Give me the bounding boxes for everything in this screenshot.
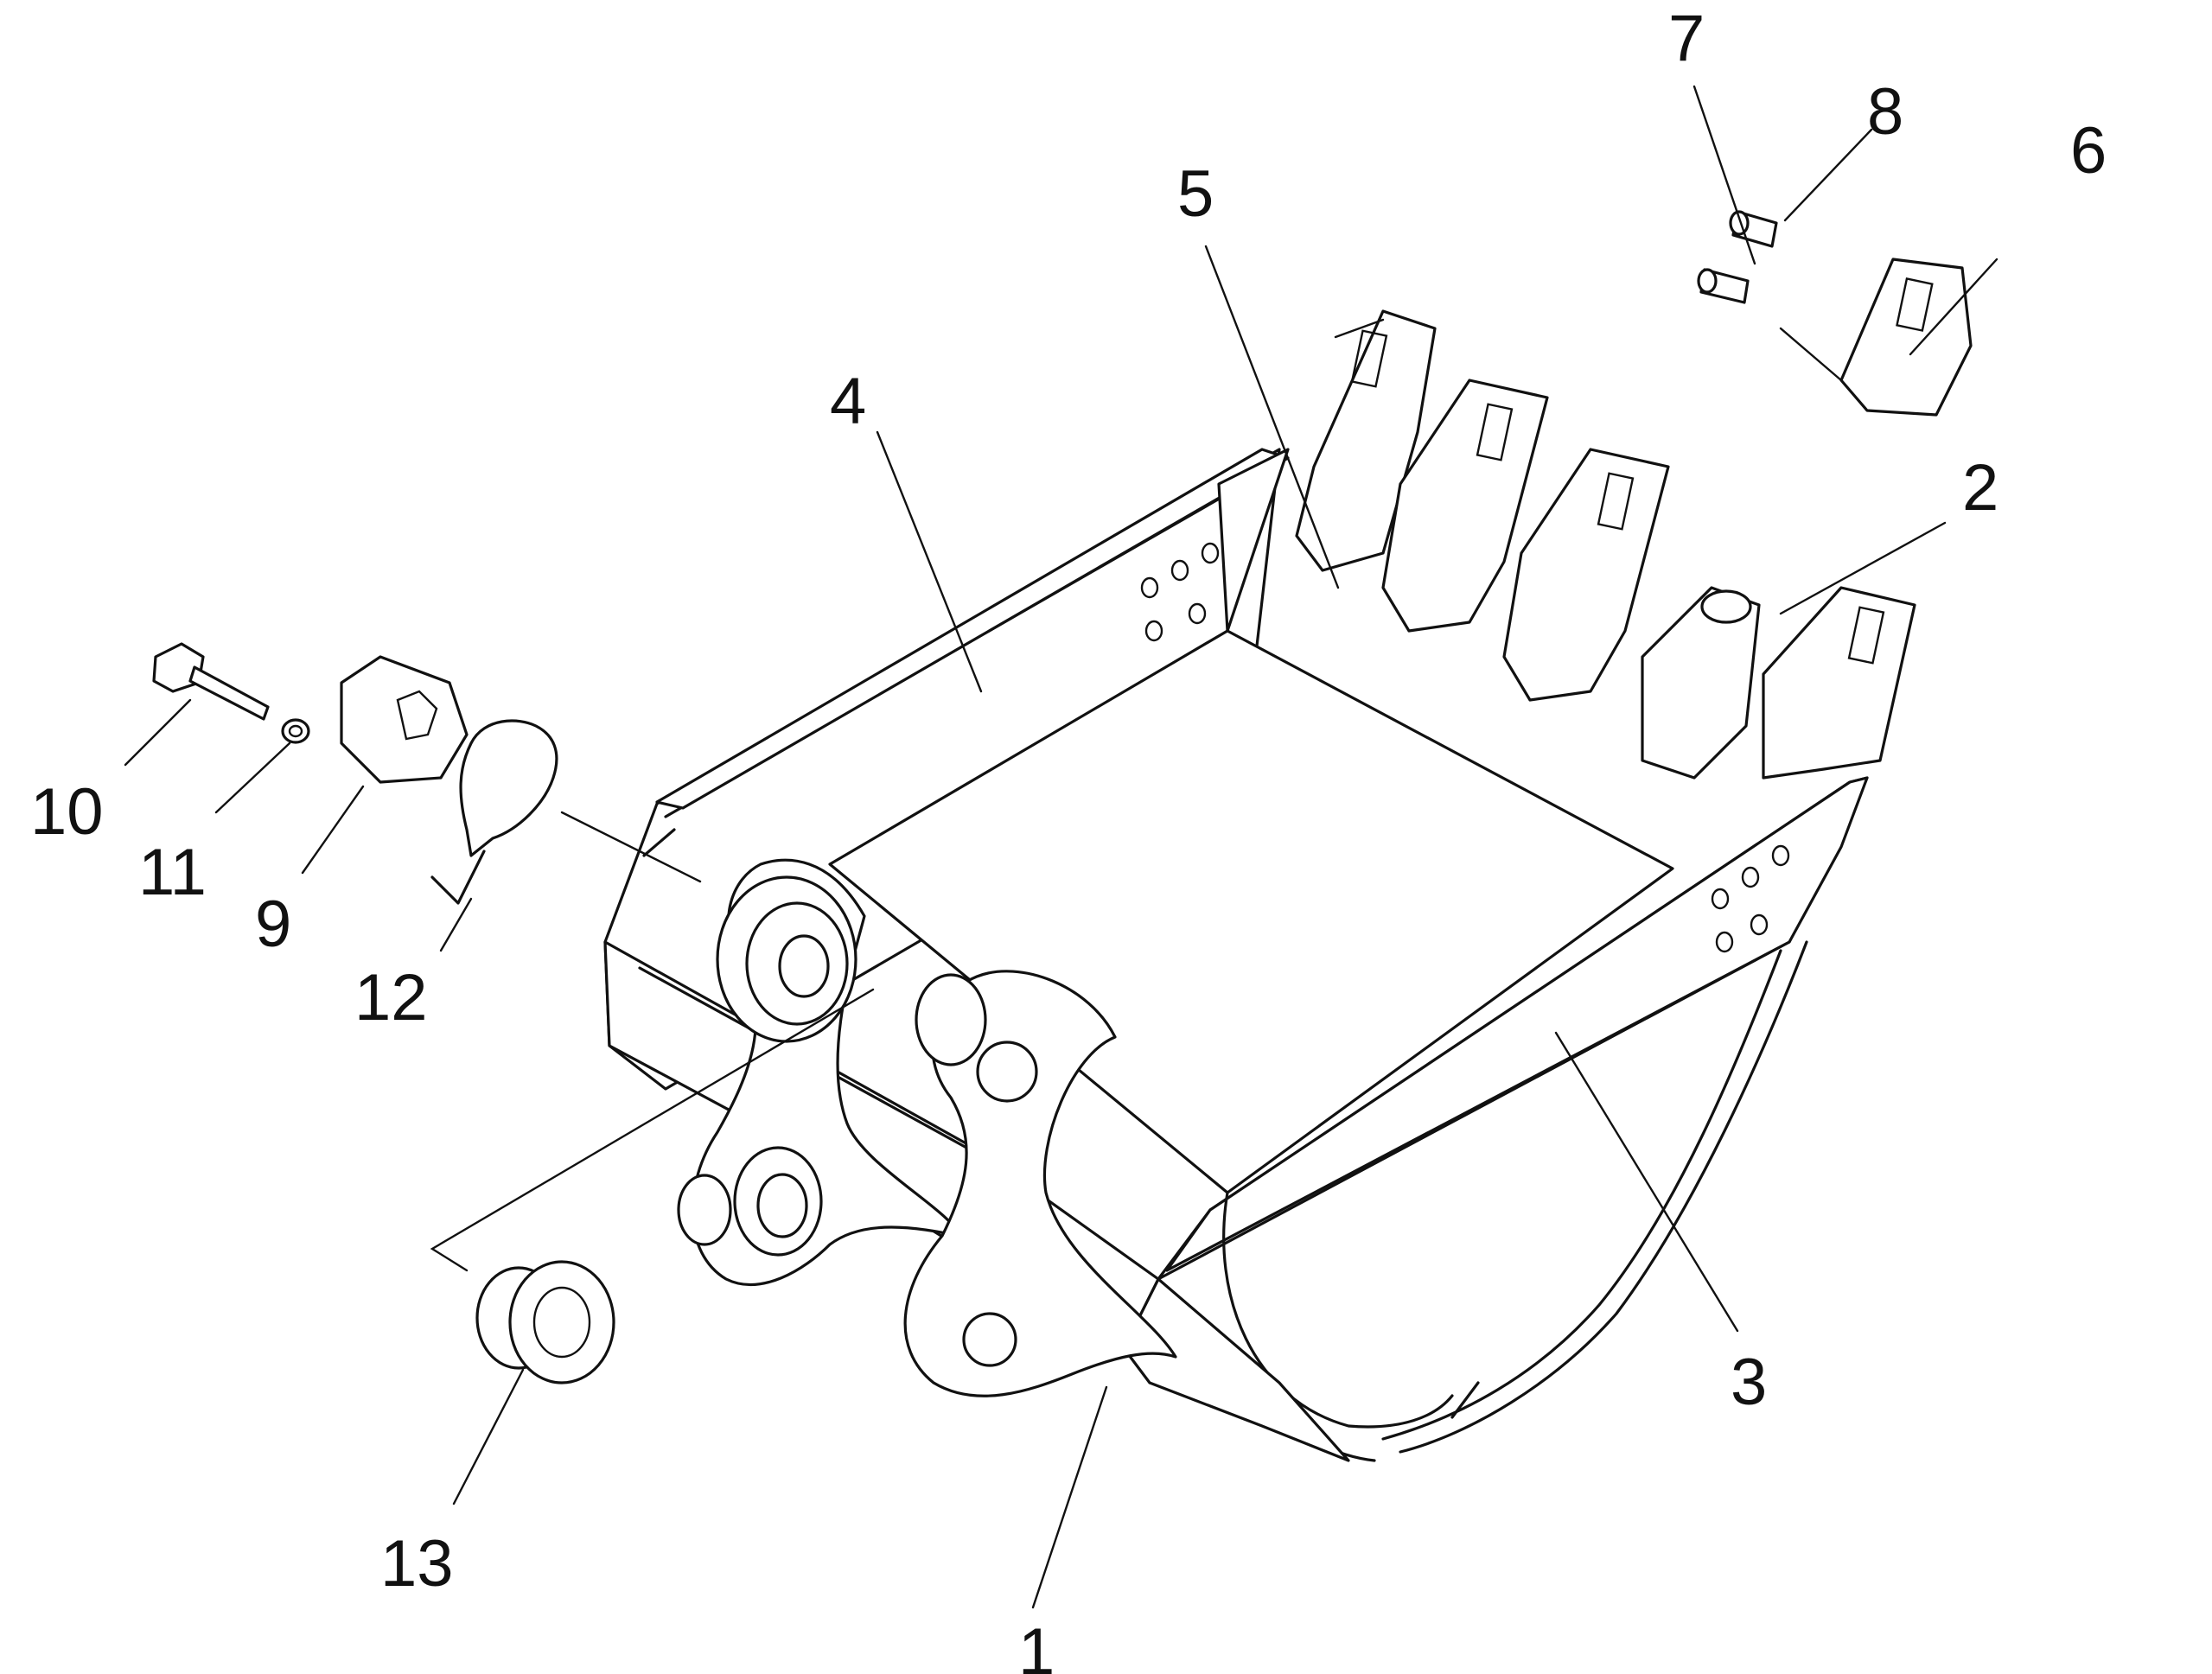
bolt [152, 642, 270, 721]
tooth-4 [1762, 586, 1916, 780]
tooth-point [1839, 258, 1973, 417]
callout-labels: 1 2 3 4 5 6 7 8 9 10 11 12 13 [30, 2, 2107, 1674]
bushing [475, 1260, 615, 1384]
callout-3: 3 [1731, 1346, 1767, 1419]
washer [281, 718, 310, 744]
callout-13: 13 [380, 1527, 454, 1601]
spacer-ring [430, 719, 558, 905]
pin-retainer [1729, 210, 1778, 248]
callout-2: 2 [1962, 451, 1998, 525]
callout-9: 9 [255, 888, 291, 961]
tooth-adapter-2 [1641, 586, 1761, 780]
bucket-body [603, 448, 1869, 1462]
callout-11: 11 [138, 836, 207, 909]
callout-4: 4 [830, 365, 866, 438]
tooth-3 [1502, 448, 1670, 702]
callout-10: 10 [30, 775, 104, 849]
callout-8: 8 [1867, 75, 1903, 149]
side-plate-holes [1140, 542, 1790, 953]
callout-5: 5 [1177, 157, 1214, 231]
shim-plate [340, 655, 469, 784]
callout-1: 1 [1018, 1615, 1055, 1674]
tooth-2 [1381, 379, 1549, 633]
bucket-teeth [1295, 309, 1916, 780]
lock-pin [1697, 268, 1750, 304]
callout-leaders [124, 85, 1998, 1609]
callout-12: 12 [354, 961, 428, 1034]
callout-6: 6 [2070, 114, 2107, 188]
callout-7: 7 [1668, 2, 1705, 75]
